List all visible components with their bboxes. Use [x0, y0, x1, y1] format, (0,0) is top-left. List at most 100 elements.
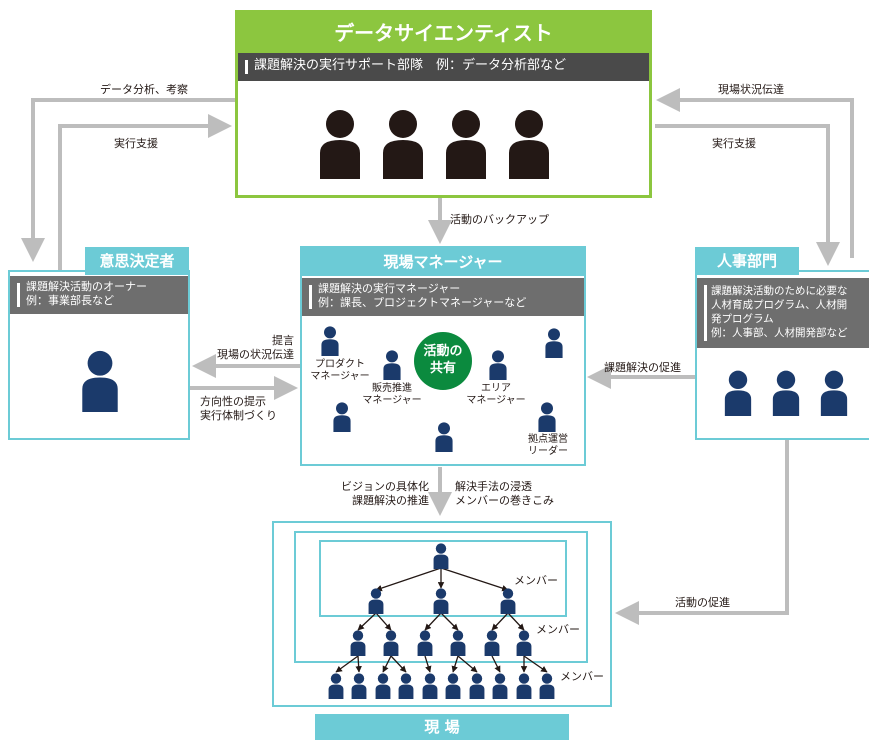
desc-bar	[309, 285, 312, 309]
person-icon	[515, 673, 533, 699]
decision-maker-desc: 課題解決活動のオーナー 例：事業部長など	[26, 280, 147, 308]
role-sales-manager: 販売推進 マネージャー	[360, 383, 424, 407]
role-base-line1: 拠点運営	[528, 434, 568, 445]
label-direction-line1: 方向性の提示	[200, 395, 266, 408]
person-icon	[507, 109, 551, 179]
role-sales-line1: 販売推進	[372, 383, 412, 394]
person-icon	[374, 673, 392, 699]
hr-desc-line4: 例：人事部、人材開発部など	[711, 327, 848, 339]
arrow-exec-support-right	[655, 124, 840, 266]
activity-share-circle: 活動の 共有	[414, 332, 472, 390]
decision-maker-desc-line2: 例：事業部長など	[26, 294, 114, 307]
label-activity-backup: 活動のバックアップ	[450, 213, 549, 226]
arrow-data-analysis	[21, 98, 235, 262]
data-scientist-subtitle: 課題解決の実行サポート部隊 例：データ分析部など	[254, 58, 567, 73]
field-manager-desc-band: 課題解決の実行マネージャー 例：課長、プロジェクトマネージャーなど	[302, 278, 584, 316]
field-manager-desc: 課題解決の実行マネージャー 例：課長、プロジェクトマネージャーなど	[318, 282, 526, 310]
field-manager-title: 現場マネージャー	[302, 248, 584, 276]
person-icon	[488, 350, 508, 380]
label-direction: 方向性の提示 実行体制づくり	[200, 395, 277, 423]
desc-bar	[17, 283, 20, 307]
person-icon	[332, 402, 352, 432]
decision-maker-desc-band: 課題解決活動のオーナー 例：事業部長など	[10, 276, 188, 314]
role-area-line2: マネージャー	[466, 395, 526, 406]
person-icon	[432, 543, 450, 569]
person-icon	[449, 630, 467, 656]
field-manager-box: 現場マネージャー 課題解決の実行マネージャー 例：課長、プロジェクトマネージャー…	[300, 246, 586, 466]
hr-desc-line1: 課題解決活動のために必要な	[711, 285, 848, 297]
role-base-line2: リーダー	[528, 446, 568, 457]
data-scientist-box: データサイエンティスト 課題解決の実行サポート部隊 例：データ分析部など	[235, 10, 652, 198]
person-icon	[80, 350, 120, 412]
share-line1: 活動の	[423, 344, 463, 359]
person-icon	[499, 588, 517, 614]
person-icon	[468, 673, 486, 699]
person-icon	[434, 422, 454, 452]
person-icon	[421, 673, 439, 699]
role-area-manager: エリア マネージャー	[464, 383, 528, 407]
label-proposal: 提言 現場の状況伝達	[208, 334, 294, 362]
decision-maker-box: 課題解決活動のオーナー 例：事業部長など	[8, 270, 190, 440]
hr-box: 課題解決活動のために必要な 人材育成プログラム、人材開 発プログラム 例：人事部…	[695, 270, 869, 440]
person-icon	[397, 673, 415, 699]
hr-desc-line3: 発プログラム	[711, 313, 774, 325]
person-icon	[367, 588, 385, 614]
label-direction-line2: 実行体制づくり	[200, 409, 277, 422]
role-product-manager: プロダクト マネージャー	[308, 359, 372, 383]
subtitle-bar	[245, 60, 248, 74]
person-icon	[327, 673, 345, 699]
hr-desc: 課題解決活動のために必要な 人材育成プログラム、人材開 発プログラム 例：人事部…	[711, 284, 848, 340]
person-icon	[771, 370, 801, 416]
decision-maker-title: 意思決定者	[85, 247, 189, 275]
role-product-line1: プロダクト	[315, 359, 365, 370]
person-icon	[416, 630, 434, 656]
hr-desc-line2: 人材育成プログラム、人材開	[711, 299, 848, 311]
label-exec-support-right: 実行支援	[712, 137, 756, 150]
person-icon	[444, 109, 488, 179]
person-icon	[349, 630, 367, 656]
person-icon	[538, 673, 556, 699]
field-manager-desc-line2: 例：課長、プロジェクトマネージャーなど	[318, 296, 527, 309]
person-icon	[382, 350, 402, 380]
member-label-level3: メンバー	[560, 670, 604, 683]
person-icon	[320, 326, 340, 356]
data-scientist-subtitle-band: 課題解決の実行サポート部隊 例：データ分析部など	[238, 53, 649, 81]
person-icon	[318, 109, 362, 179]
person-icon	[819, 370, 849, 416]
role-sales-line2: マネージャー	[362, 395, 422, 406]
field-manager-desc-line1: 課題解決の実行マネージャー	[318, 282, 461, 295]
label-method-line2: メンバーの巻きこみ	[455, 494, 554, 507]
person-icon	[491, 673, 509, 699]
label-promote-activity: 活動の促進	[675, 596, 730, 609]
field-title: 現 場	[315, 714, 569, 740]
data-scientist-title: データサイエンティスト	[238, 13, 649, 53]
person-icon	[537, 402, 557, 432]
label-exec-support-left: 実行支援	[114, 137, 158, 150]
person-icon	[483, 630, 501, 656]
hr-title: 人事部門	[695, 247, 799, 275]
label-field-status: 現場状況伝達	[718, 83, 784, 96]
member-label-level1: メンバー	[514, 574, 558, 587]
label-method-line1: 解決手法の浸透	[455, 480, 532, 493]
label-vision-line2: 課題解決の推進	[352, 494, 429, 507]
label-proposal-line1: 提言	[272, 334, 294, 347]
person-icon	[432, 588, 450, 614]
arrow-promote-activity	[615, 440, 789, 625]
label-method: 解決手法の浸透 メンバーの巻きこみ	[455, 480, 554, 508]
desc-bar	[704, 285, 707, 341]
person-icon	[515, 630, 533, 656]
label-vision-line1: ビジョンの具体化	[341, 480, 429, 493]
person-icon	[382, 630, 400, 656]
label-vision: ビジョンの具体化 課題解決の推進	[335, 480, 429, 508]
person-icon	[544, 328, 564, 358]
person-icon	[723, 370, 753, 416]
member-label-level2: メンバー	[536, 623, 580, 636]
role-area-line1: エリア	[481, 383, 511, 394]
person-icon	[350, 673, 368, 699]
share-line2: 共有	[429, 361, 456, 376]
person-icon	[444, 673, 462, 699]
label-promote-solution: 課題解決の促進	[604, 361, 681, 374]
person-icon	[381, 109, 425, 179]
